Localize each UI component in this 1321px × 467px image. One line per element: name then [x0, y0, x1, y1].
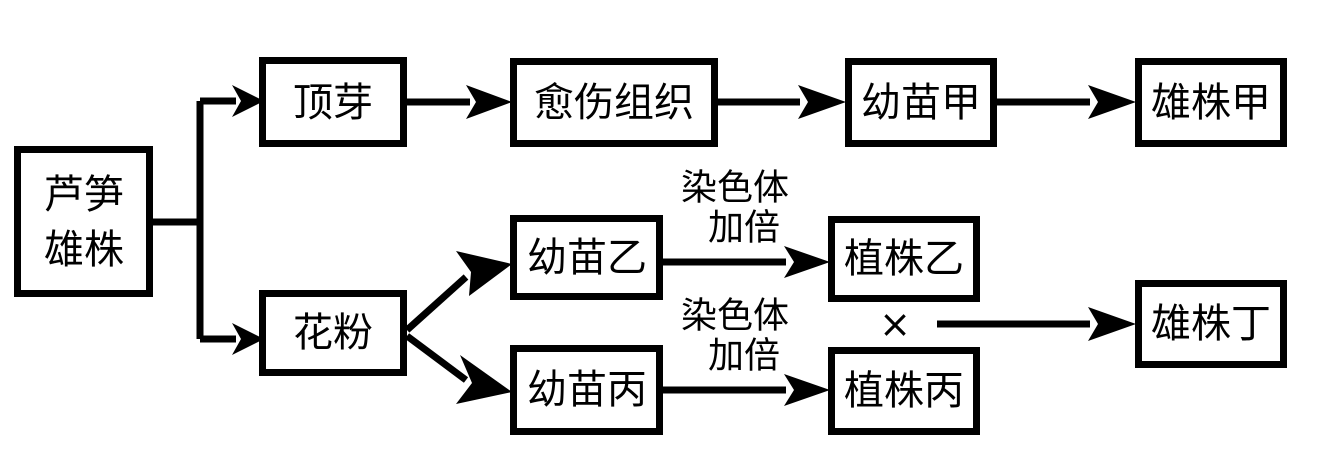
node-seedling-yi-box	[510, 215, 663, 300]
edge-pollen-to-seedling-bing	[404, 333, 512, 404]
node-seedling-jia-box	[845, 58, 997, 147]
arrowhead-male-jia	[1088, 85, 1136, 119]
node-source-box	[14, 146, 153, 297]
edge-label-chromosome-doubling-bottom-line2: 加倍	[708, 336, 780, 377]
node-source-label-line1: 芦笋	[44, 172, 124, 218]
arrowhead-plant-yi	[784, 246, 830, 278]
node-apical-bud[interactable]: 顶芽	[259, 57, 407, 147]
node-seedling-bing[interactable]: 幼苗丙	[510, 345, 663, 435]
node-plant-bing-label: 植株丙	[844, 368, 964, 414]
node-source-label-line2: 雄株	[44, 227, 124, 273]
cross-symbol: ×	[879, 302, 911, 346]
node-callus-label: 愈伤组织	[534, 80, 694, 126]
node-plant-bing-box	[828, 347, 980, 435]
arrowhead-seedling-jia	[798, 85, 846, 119]
node-plant-yi-label: 植株乙	[844, 236, 964, 282]
edge-source-to-apical-bud	[200, 85, 264, 117]
arrowhead-male-ding	[1088, 307, 1136, 341]
node-male-ding[interactable]: 雄株丁	[1135, 280, 1287, 368]
node-male-jia-label: 雄株甲	[1151, 80, 1271, 126]
node-male-ding-label: 雄株丁	[1151, 301, 1271, 347]
edge-callus-to-seedling-jia	[718, 85, 846, 119]
edge-line-pollen-yi	[404, 274, 469, 333]
edge-cross-to-male-ding	[937, 307, 1136, 341]
node-pollen-label: 花粉	[293, 310, 373, 356]
node-plant-bing[interactable]: 植株丙	[828, 347, 980, 435]
arrowhead-apical-bud	[232, 85, 264, 117]
node-callus[interactable]: 愈伤组织	[510, 58, 718, 147]
edge-label-chromosome-doubling-bottom-line1: 染色体	[681, 296, 789, 337]
node-pollen[interactable]: 花粉	[259, 290, 407, 376]
arrowhead-seedling-yi	[456, 251, 512, 296]
node-male-jia[interactable]: 雄株甲	[1135, 58, 1287, 147]
edge-seedling-yi-to-plant-yi	[663, 246, 830, 278]
node-seedling-bing-label: 幼苗丙	[527, 367, 647, 413]
node-pollen-box	[259, 290, 407, 376]
node-seedling-jia[interactable]: 幼苗甲	[845, 58, 997, 147]
edge-label-chromosome-doubling-top-line1: 染色体	[681, 168, 789, 209]
node-male-ding-box	[1135, 280, 1287, 368]
node-seedling-jia-label: 幼苗甲	[861, 80, 981, 126]
edge-source-branch	[153, 101, 204, 339]
node-plant-yi-box	[828, 216, 980, 302]
arrowhead-pollen	[232, 323, 264, 355]
edge-seedling-jia-to-male-jia	[997, 85, 1136, 119]
node-apical-bud-label: 顶芽	[293, 80, 373, 126]
node-seedling-yi[interactable]: 幼苗乙	[510, 215, 663, 300]
node-source[interactable]: 芦笋 雄株	[14, 146, 153, 297]
edge-pollen-to-seedling-yi	[404, 251, 512, 333]
arrowhead-plant-bing	[784, 374, 830, 406]
edge-seedling-bing-to-plant-bing	[663, 374, 830, 406]
node-plant-yi[interactable]: 植株乙	[828, 216, 980, 302]
arrowhead-seedling-bing	[456, 355, 512, 404]
edge-line-pollen-bing	[404, 333, 469, 383]
node-callus-box	[510, 58, 718, 147]
node-apical-bud-box	[259, 57, 407, 147]
node-male-jia-box	[1135, 58, 1287, 147]
edge-source-to-pollen	[200, 323, 264, 355]
node-seedling-yi-label: 幼苗乙	[527, 235, 647, 281]
arrowhead-callus	[466, 85, 512, 119]
node-seedling-bing-box	[510, 345, 663, 435]
edge-label-chromosome-doubling-top-line2: 加倍	[708, 208, 780, 249]
edge-apical-bud-to-callus	[407, 85, 512, 119]
